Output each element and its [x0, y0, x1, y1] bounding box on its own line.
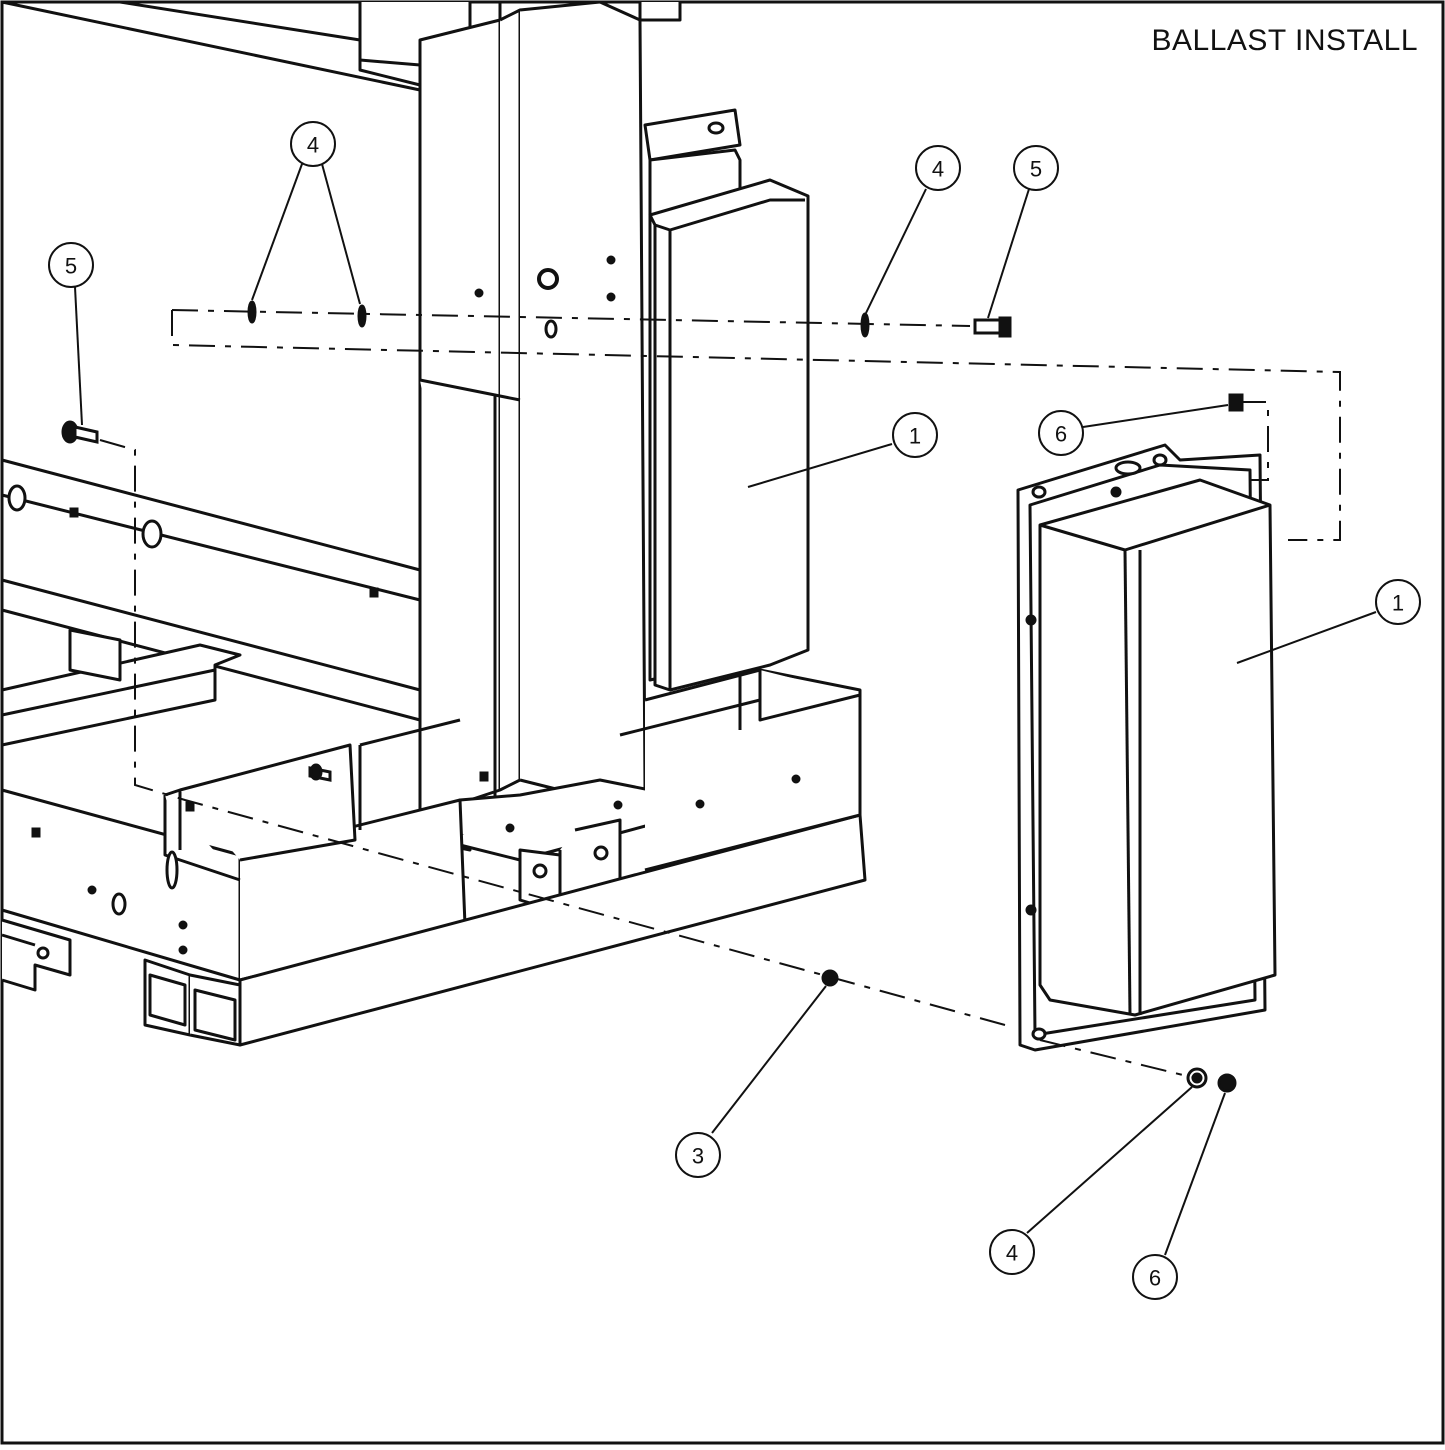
callout-bubble-4-bottom — [989, 1229, 1035, 1275]
frame-holes — [7, 121, 801, 960]
callout-5-left: 5 — [65, 254, 77, 279]
callout-3: 3 — [692, 1144, 704, 1169]
callout-bubble-1-mounted — [892, 412, 938, 458]
washer-4-c — [860, 312, 870, 338]
callout-bubble-4-top-left — [290, 121, 336, 167]
callout-4-bottom: 4 — [1006, 1241, 1018, 1266]
callout-bubble-6-upper — [1038, 410, 1084, 456]
washer-4-b — [357, 304, 367, 328]
bolt-5-right — [973, 318, 1002, 335]
callout-1-mounted: 1 — [909, 424, 921, 449]
callout-bubble-4-top-right — [915, 145, 961, 191]
callout-bubble-5-top — [1013, 145, 1059, 191]
callout-5-top: 5 — [1030, 157, 1042, 182]
callout-bubble-6-bottom — [1132, 1254, 1178, 1300]
callout-leaders — [74, 163, 1377, 1256]
callout-4-top-right: 4 — [932, 157, 944, 182]
diagram-title: BALLAST INSTALL — [1151, 24, 1418, 57]
callout-numbers: 4 4 5 5 6 1 1 3 4 6 — [65, 133, 1404, 1291]
ballast-weight-exploded — [1016, 443, 1277, 1052]
assembly-dash-lines — [99, 309, 1341, 1079]
callout-bubble-1-exploded — [1375, 579, 1421, 625]
callout-bubble-3 — [675, 1132, 721, 1178]
callout-6-upper: 6 — [1055, 422, 1067, 447]
callout-bubble-5-left — [48, 242, 94, 288]
nut-6-top — [1228, 393, 1244, 412]
vehicle-frame — [0, 0, 867, 1047]
callout-6-bottom: 6 — [1149, 1266, 1161, 1291]
nut-6-bottom — [1217, 1073, 1237, 1093]
callout-bubbles — [48, 121, 1421, 1300]
ballast-weight-mounted — [648, 148, 810, 692]
callout-4-top-left: 4 — [307, 133, 319, 158]
callout-1-exploded: 1 — [1392, 591, 1404, 616]
